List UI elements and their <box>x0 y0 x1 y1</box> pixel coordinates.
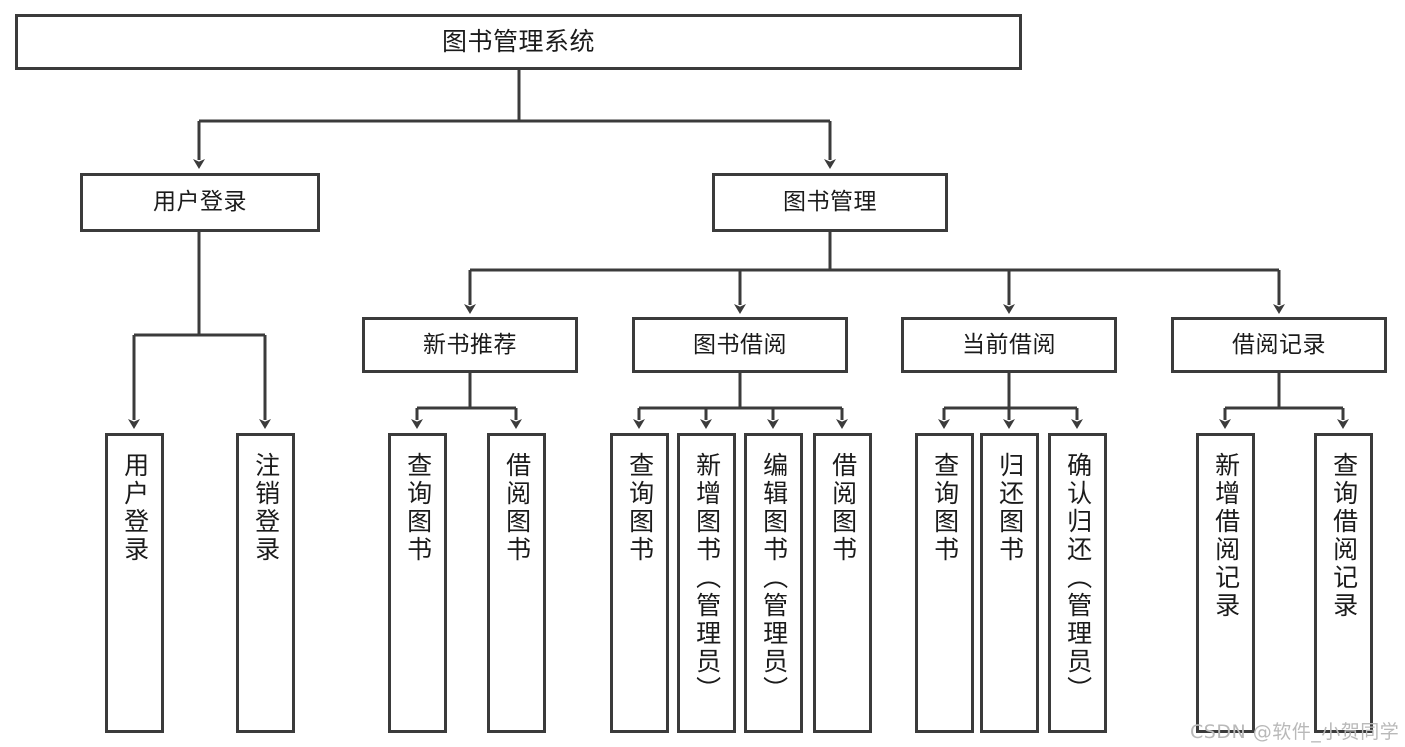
node-root-system[interactable]: 图书管理系统 <box>15 14 1022 70</box>
leaf-current-query-book[interactable]: 查询图书 <box>915 433 974 733</box>
node-label: 新增借阅记录 <box>1211 452 1241 620</box>
node-label: 查询图书 <box>625 452 655 564</box>
node-label: 新增图书（管理员） <box>692 452 722 704</box>
leaf-borrow-borrow-book[interactable]: 借阅图书 <box>813 433 872 733</box>
leaf-recommend-query-book[interactable]: 查询图书 <box>388 433 447 733</box>
node-label: 借阅记录 <box>1232 331 1326 358</box>
node-label: 借阅图书 <box>828 452 858 564</box>
node-label: 用户登录 <box>153 189 247 216</box>
node-label: 图书借阅 <box>693 331 787 358</box>
node-label: 图书管理系统 <box>441 26 595 56</box>
leaf-current-return-book[interactable]: 归还图书 <box>980 433 1039 733</box>
leaf-borrow-add-book-admin[interactable]: 新增图书（管理员） <box>677 433 736 733</box>
node-label: 归还图书 <box>995 452 1025 564</box>
node-label: 借阅图书 <box>502 452 532 564</box>
node-new-book-recommend[interactable]: 新书推荐 <box>362 317 578 373</box>
node-label: 查询借阅记录 <box>1329 452 1359 620</box>
leaf-user-login-login[interactable]: 用户登录 <box>105 433 164 733</box>
node-current-borrow[interactable]: 当前借阅 <box>901 317 1117 373</box>
node-label: 编辑图书（管理员） <box>759 452 789 704</box>
leaf-record-add-record[interactable]: 新增借阅记录 <box>1196 433 1255 733</box>
node-label: 图书管理 <box>783 189 877 216</box>
leaf-record-query-record[interactable]: 查询借阅记录 <box>1314 433 1373 733</box>
node-label: 用户登录 <box>120 452 150 564</box>
node-label: 确认归还（管理员） <box>1063 452 1093 704</box>
node-label: 查询图书 <box>930 452 960 564</box>
csdn-watermark: CSDN @软件_小贺同学 <box>1190 721 1400 743</box>
node-label: 注销登录 <box>251 452 281 564</box>
leaf-current-confirm-return-admin[interactable]: 确认归还（管理员） <box>1048 433 1107 733</box>
node-label: 查询图书 <box>403 452 433 564</box>
node-borrow-record[interactable]: 借阅记录 <box>1171 317 1387 373</box>
node-book-borrow[interactable]: 图书借阅 <box>632 317 848 373</box>
leaf-recommend-borrow-book[interactable]: 借阅图书 <box>487 433 546 733</box>
node-label: 当前借阅 <box>962 331 1056 358</box>
leaf-user-login-logout[interactable]: 注销登录 <box>236 433 295 733</box>
node-user-login[interactable]: 用户登录 <box>80 173 320 232</box>
leaf-borrow-query-book[interactable]: 查询图书 <box>610 433 669 733</box>
node-book-management[interactable]: 图书管理 <box>712 173 948 232</box>
leaf-borrow-edit-book-admin[interactable]: 编辑图书（管理员） <box>744 433 803 733</box>
node-label: 新书推荐 <box>423 331 517 358</box>
